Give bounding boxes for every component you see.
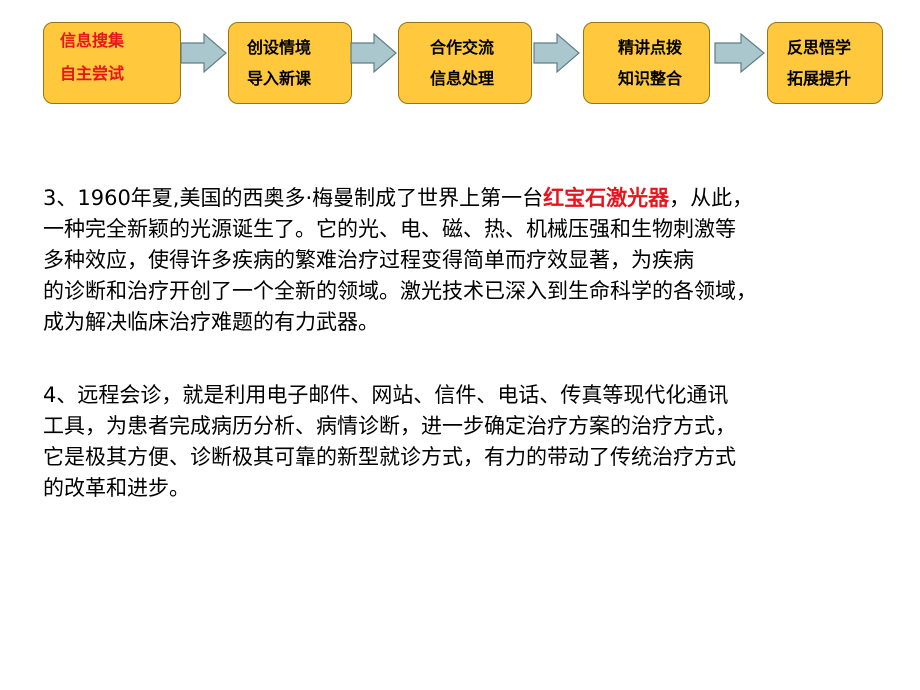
- paragraph-remote-line-1: 4、远程会诊，就是利用电子邮件、网站、信件、电话、传真等现代化通讯: [43, 383, 729, 407]
- paragraph-laser-line-1: 3、1960年夏,美国的西奥多·梅曼制成了世界上第一台红宝石激光器，从此，: [43, 183, 903, 214]
- flow-step-3: 合作交流 信息处理: [398, 22, 532, 104]
- paragraph-remote-line-2: 工具，为患者完成病历分析、病情诊断，进一步确定治疗方案的治疗方式，: [43, 414, 736, 438]
- flow-step-3-line2: 信息处理: [430, 69, 495, 88]
- flow-step-2-line2: 导入新课: [247, 69, 312, 88]
- flow-step-2-line1: 创设情境: [247, 38, 312, 57]
- flow-step-1: 信息搜集 自主尝试: [43, 22, 181, 104]
- paragraph-laser-line-4: 的诊断和治疗开创了一个全新的领域。激光技术已深入到生命科学的各领域，: [43, 279, 757, 303]
- ruby-laser-highlight: 红宝石激光器: [543, 186, 670, 210]
- flow-step-5-line1: 反思悟学: [787, 38, 852, 57]
- flow-step-4-line2: 知识整合: [618, 69, 683, 88]
- flow-arrow-4-icon: [714, 32, 765, 74]
- teaching-flow-diagram: 信息搜集 自主尝试 创设情境 导入新课 合作交流 信息处理 精讲点拨 知识整合 …: [0, 0, 920, 120]
- flow-step-4: 精讲点拨 知识整合: [583, 22, 710, 104]
- flow-arrow-1-icon: [180, 32, 227, 74]
- flow-arrow-3-icon: [533, 32, 580, 74]
- flow-step-3-line1: 合作交流: [430, 38, 495, 57]
- flow-step-5-line2: 拓展提升: [787, 69, 852, 88]
- paragraph-laser-line-2: 一种完全新颖的光源诞生了。它的光、电、磁、热、机械压强和生物刺激等: [43, 217, 736, 241]
- paragraph-laser-line-3: 多种效应，使得许多疾病的繁难治疗过程变得简单而疗效显著，为疾病: [43, 248, 694, 272]
- flow-step-4-line1: 精讲点拨: [618, 38, 683, 57]
- flow-arrow-2-icon: [350, 32, 397, 74]
- paragraph-remote-line-3: 它是极其方便、诊断极其可靠的新型就诊方式，有力的带动了传统治疗方式: [43, 445, 736, 469]
- flow-step-1-line2: 自主尝试: [60, 64, 125, 83]
- paragraph-remote-line-4: 的改革和进步。: [43, 476, 190, 500]
- paragraph-laser: 3、1960年夏,美国的西奥多·梅曼制成了世界上第一台红宝石激光器，从此， 一种…: [43, 183, 903, 338]
- paragraph-laser-line-1-tail: ，从此，: [669, 186, 754, 210]
- paragraph-remote-consultation: 4、远程会诊，就是利用电子邮件、网站、信件、电话、传真等现代化通讯 工具，为患者…: [43, 380, 903, 504]
- flow-step-1-line1: 信息搜集: [60, 31, 125, 50]
- paragraph-laser-line-5: 成为解决临床治疗难题的有力武器。: [43, 310, 379, 334]
- flow-step-2: 创设情境 导入新课: [228, 22, 352, 104]
- flow-step-5: 反思悟学 拓展提升: [767, 22, 883, 104]
- paragraph-laser-line-1-text: 3、1960年夏,美国的西奥多·梅曼制成了世界上第一台: [43, 186, 544, 210]
